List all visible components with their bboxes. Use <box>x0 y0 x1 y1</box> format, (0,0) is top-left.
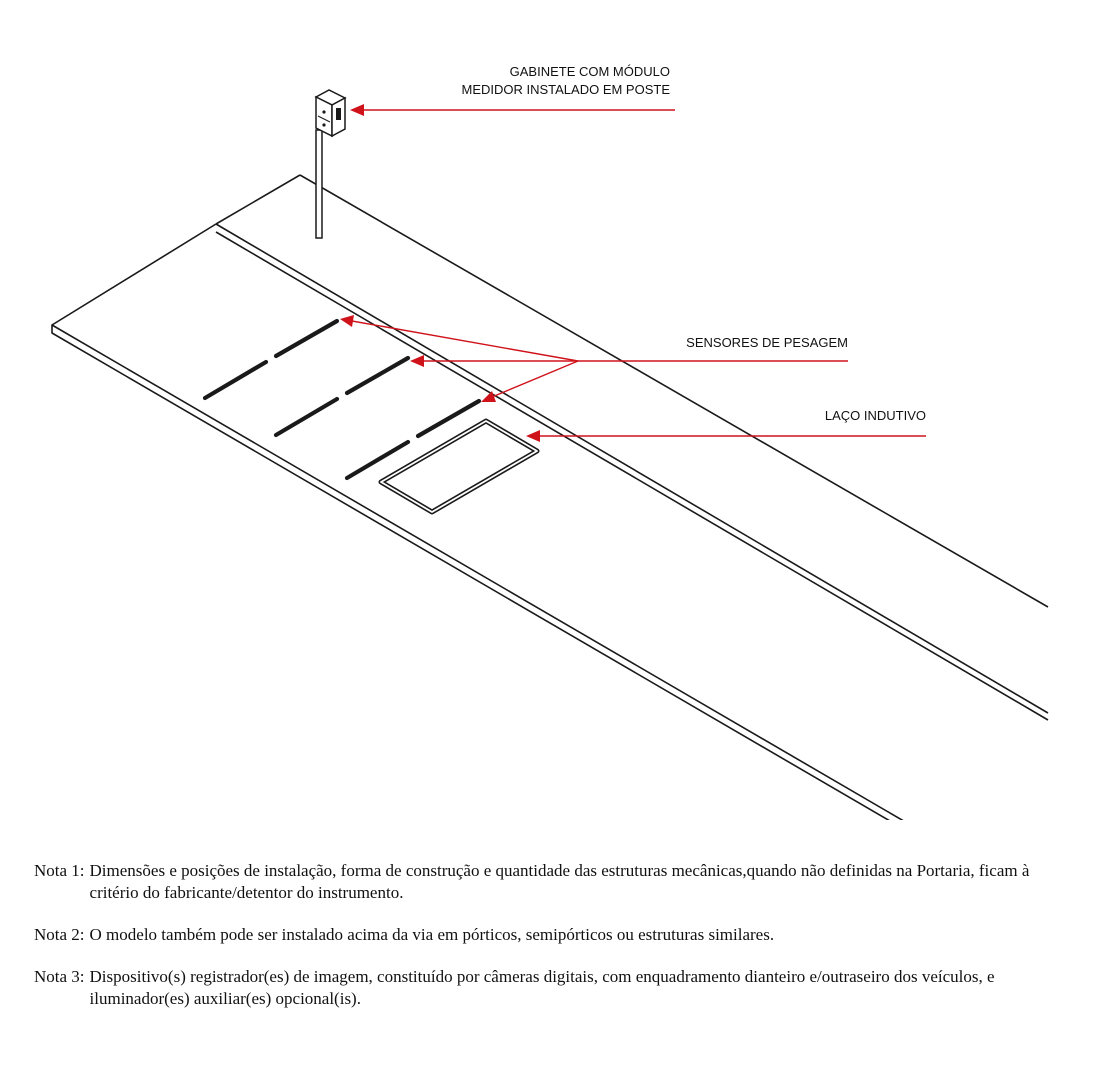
pole-icon <box>315 129 323 239</box>
note-label: Nota 3: <box>34 967 85 986</box>
note-1: Nota 1: Dimensões e posições de instalaç… <box>34 860 1074 904</box>
sensors-leader <box>340 315 848 402</box>
notes-section: Nota 1: Dimensões e posições de instalaç… <box>34 860 1074 1030</box>
note-2: Nota 2: O modelo também pode ser instala… <box>34 924 1074 946</box>
sensor-strip <box>202 359 269 401</box>
note-text: O modelo também pode ser instalado acima… <box>89 925 775 944</box>
sensors-label: SENSORES DE PESAGEM <box>686 335 848 350</box>
cabinet-leader <box>350 104 675 116</box>
cabinet-label-line2: MEDIDOR INSTALADO EM POSTE <box>461 82 670 97</box>
shoulder-slab <box>215 174 1049 608</box>
weighing-sensors <box>202 318 482 481</box>
note-text: Dimensões e posições de instalação, form… <box>89 861 1030 902</box>
cabinet-label-line1: GABINETE COM MÓDULO <box>510 64 670 79</box>
sensor-strip <box>344 355 411 396</box>
sensor-strip <box>415 398 482 439</box>
note-label: Nota 2: <box>34 925 85 944</box>
loop-label: LAÇO INDUTIVO <box>825 408 926 423</box>
sensor-strip <box>273 396 340 438</box>
loop-leader <box>526 430 926 442</box>
sensor-strip <box>273 318 340 359</box>
note-text: Dispositivo(s) registrador(es) de imagem… <box>89 967 995 1008</box>
sensor-strip <box>344 439 411 481</box>
note-label: Nota 1: <box>34 861 85 880</box>
installation-diagram: GABINETE COM MÓDULO MEDIDOR INSTALADO EM… <box>51 64 1049 820</box>
note-3: Nota 3: Dispositivo(s) registrador(es) d… <box>34 966 1074 1010</box>
road-slab <box>51 223 1049 820</box>
inductive-loop <box>378 418 540 515</box>
cabinet-box-icon <box>314 89 347 138</box>
